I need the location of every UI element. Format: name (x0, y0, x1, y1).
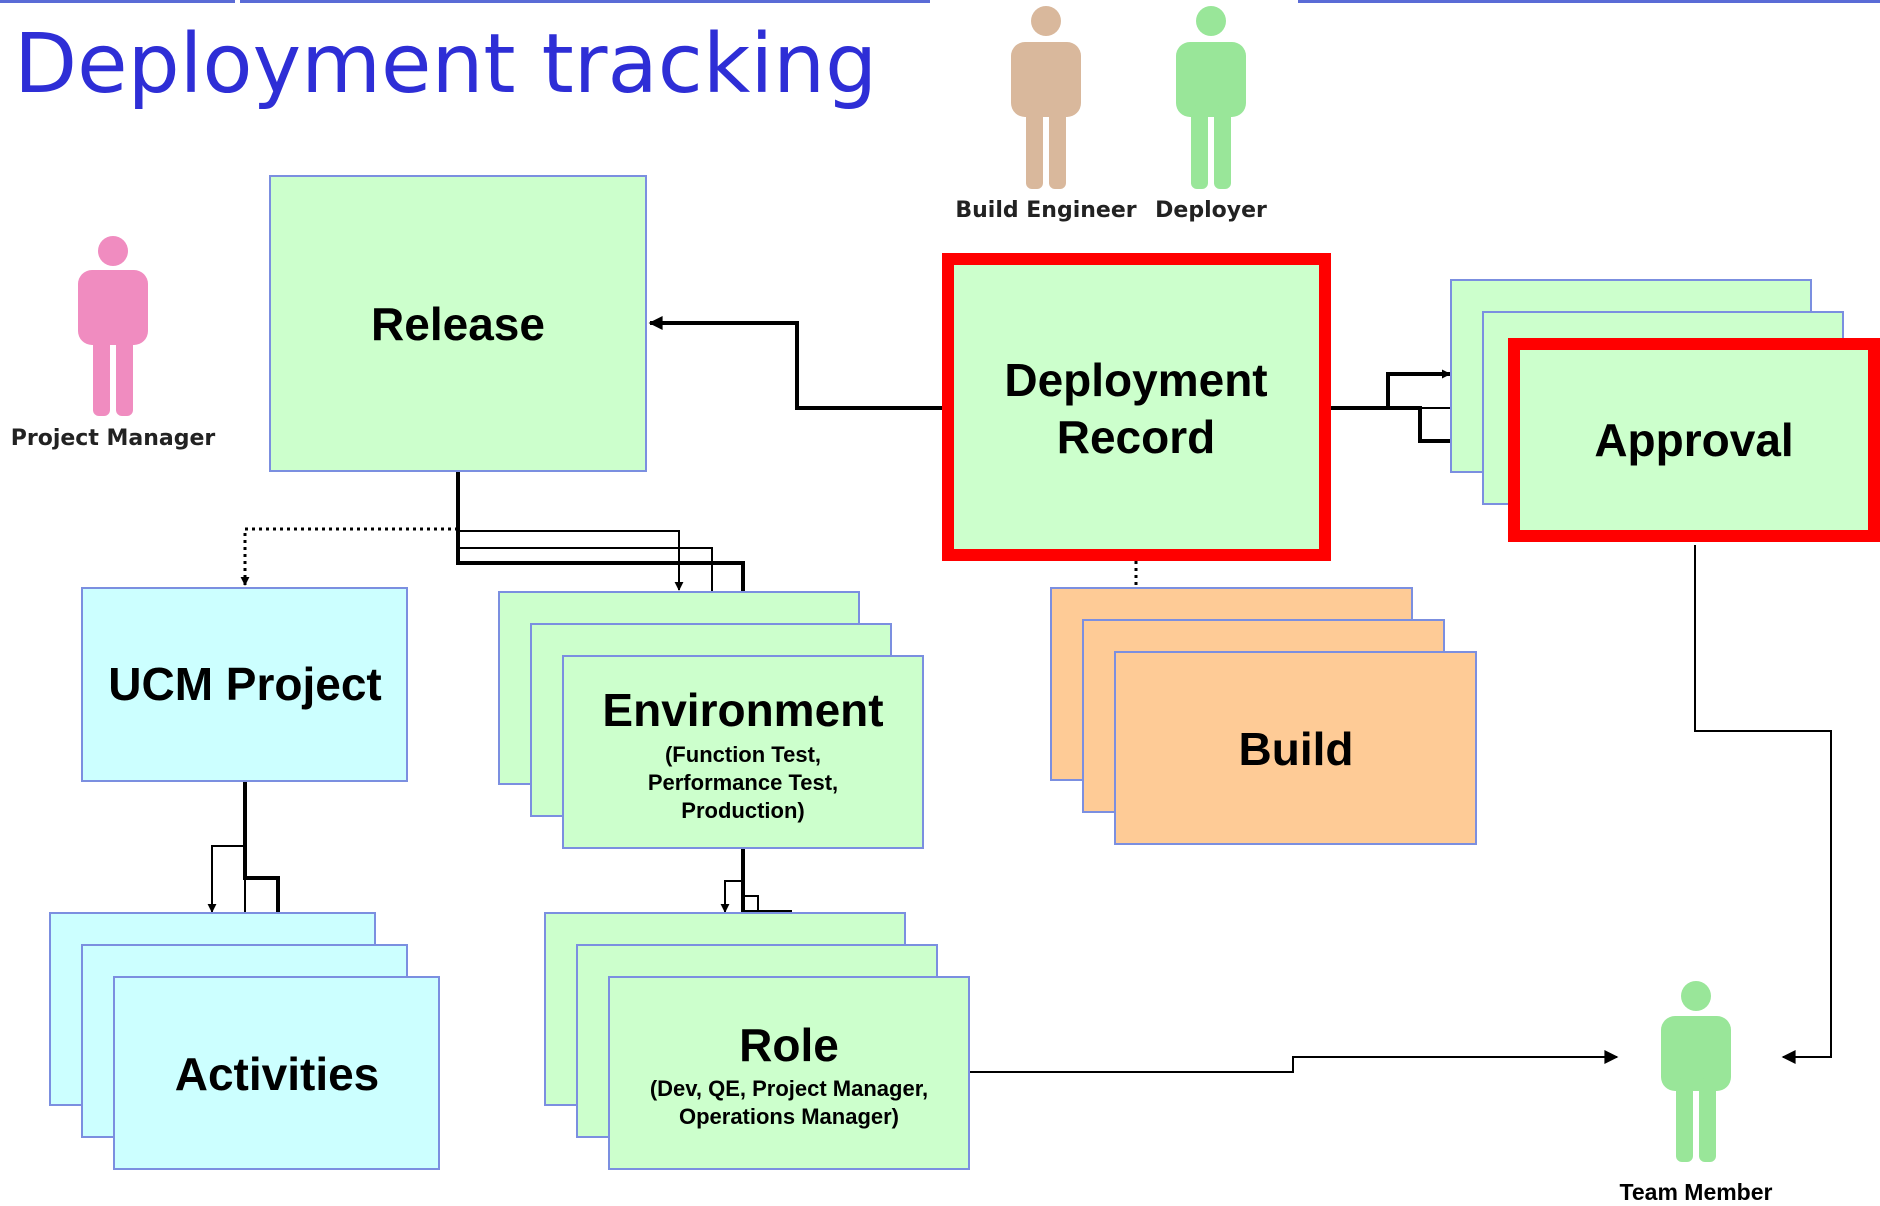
deployer-label: Deployer (1155, 198, 1267, 223)
team-member-label: Team Member (1620, 1179, 1773, 1205)
environment-detail-3: Production) (681, 798, 804, 823)
team-member-actor: Team Member (1620, 981, 1773, 1205)
ucm-project-node: UCM Project (81, 587, 408, 782)
person-icon (1176, 6, 1246, 189)
environment-detail-1: (Function Test, (665, 742, 821, 767)
activities-label: Activities (175, 1048, 380, 1100)
approval-label: Approval (1594, 414, 1793, 466)
deployer-actor: Deployer (1155, 6, 1267, 223)
environment-label: Environment (602, 684, 883, 736)
person-icon (1661, 981, 1731, 1162)
role-detail-2: Operations Manager) (679, 1104, 899, 1129)
page-title: Deployment tracking (14, 17, 878, 112)
connector-approval-to-team-member (1694, 545, 1832, 1064)
environment-stack: Environment (Function Test, Performance … (498, 591, 924, 849)
project-manager-actor: Project Manager (11, 236, 216, 451)
release-label: Release (371, 298, 545, 350)
connector-ucm-to-activities-1 (207, 845, 245, 913)
ucm-project-label: UCM Project (108, 658, 381, 710)
top-rule-right (1298, 0, 1880, 3)
activities-stack: Activities (49, 912, 440, 1170)
environment-detail-2: Performance Test, (648, 770, 838, 795)
connector-record-to-approval-1 (1331, 369, 1451, 410)
role-stack: Role (Dev, QE, Project Manager, Operatio… (544, 912, 970, 1170)
build-stack: Build (1050, 587, 1477, 845)
top-rule-middle (240, 0, 930, 3)
build-label: Build (1239, 723, 1354, 775)
top-rule-left (0, 0, 235, 3)
role-detail-1: (Dev, QE, Project Manager, (650, 1076, 928, 1101)
connector-record-to-release (648, 316, 942, 410)
connector-release-to-ucm (240, 527, 458, 586)
role-label: Role (739, 1019, 839, 1071)
connector-env-to-role-1 (720, 880, 743, 913)
deployment-record-line-1: Deployment (1004, 354, 1267, 406)
deployment-record-node: Deployment Record (942, 253, 1331, 561)
deployment-record-line-2: Record (1057, 411, 1215, 463)
connector-role-to-team-member (969, 1050, 1619, 1073)
connector-release-to-env-1 (457, 471, 684, 591)
project-manager-label: Project Manager (11, 426, 216, 451)
person-icon (78, 236, 148, 416)
release-node: Release (269, 175, 647, 472)
build-engineer-label: Build Engineer (955, 198, 1136, 223)
build-engineer-actor: Build Engineer (955, 6, 1137, 223)
approval-stack: Approval (1450, 279, 1880, 542)
person-icon (1011, 6, 1081, 189)
